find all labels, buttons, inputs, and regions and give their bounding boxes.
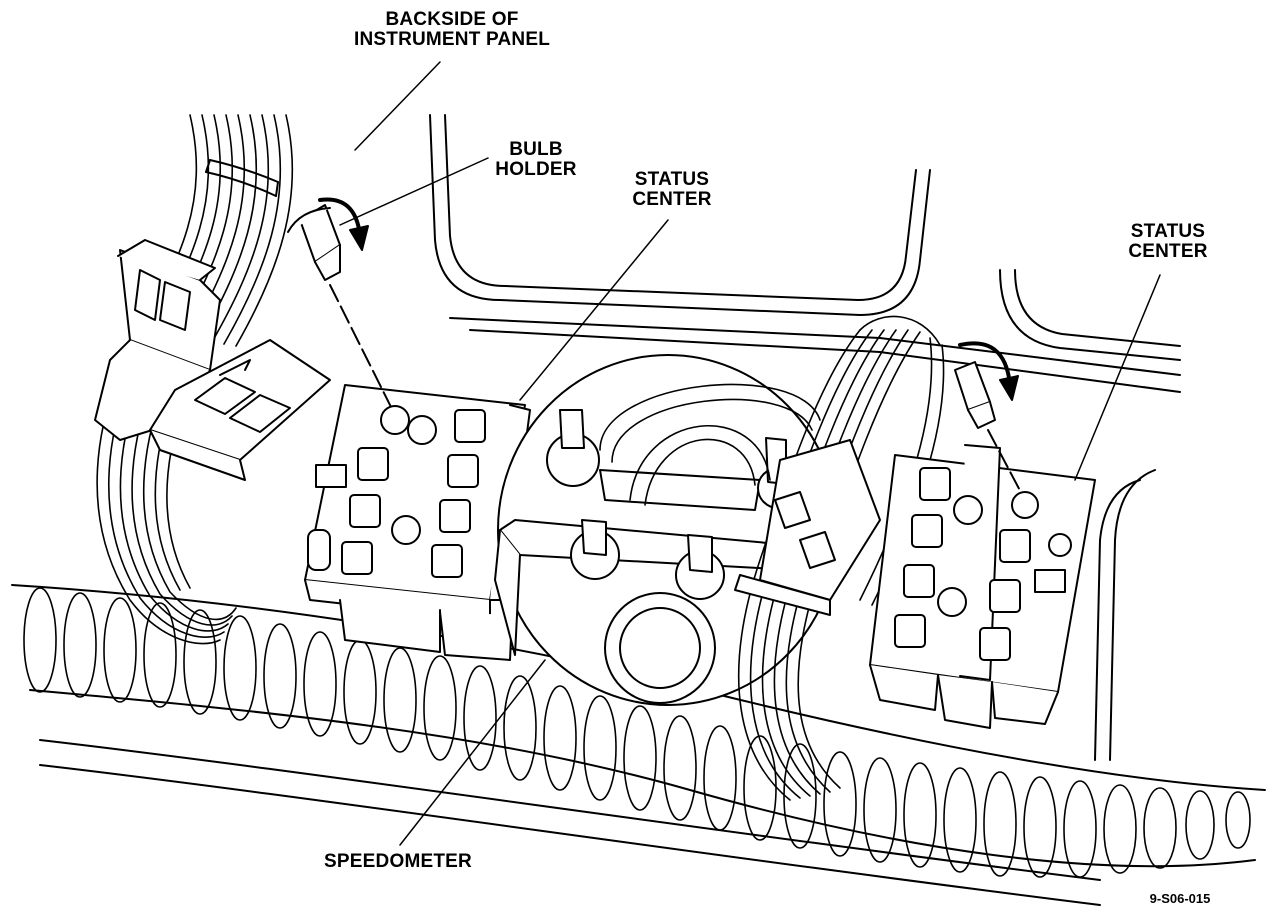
label-backside-line1: BACKSIDE OF xyxy=(385,9,519,30)
right-connector xyxy=(734,439,881,616)
wire-tie xyxy=(205,159,279,197)
left-bulb-holder xyxy=(287,204,341,281)
panel-lower-edge xyxy=(39,739,1101,906)
label-status-center-left-line1: STATUS xyxy=(634,169,710,190)
leader-status-center-right xyxy=(1074,274,1161,481)
leader-bulb-holder xyxy=(339,157,489,226)
label-status-center-right-line1: STATUS xyxy=(1130,221,1206,242)
right-rotation-arrow xyxy=(958,341,1019,401)
label-status-center-left-line2: CENTER xyxy=(632,188,712,210)
center-wire-loops xyxy=(599,383,821,506)
left-connector-lower xyxy=(149,339,331,481)
label-backside-line2: INSTRUMENT PANEL xyxy=(353,28,550,50)
left-bulb-socket xyxy=(380,405,410,435)
label-backside-of-instrument-panel: BACKSIDE OF INSTRUMENT PANEL xyxy=(348,10,556,50)
left-bulb-socket-guide xyxy=(329,284,396,416)
label-status-center-right: STATUS CENTER xyxy=(1120,222,1216,262)
leader-backside xyxy=(354,61,441,151)
leader-speedometer xyxy=(399,659,546,846)
figure-code: 9-S06-015 xyxy=(1149,891,1211,906)
label-bulb-line2: HOLDER xyxy=(495,158,577,180)
right-bulb-holder xyxy=(954,361,996,429)
leader-lines xyxy=(339,61,1161,846)
right-status-center-module xyxy=(869,444,1096,729)
conduit-ribs xyxy=(23,587,1251,878)
label-bulb-line1: BULB xyxy=(509,139,563,160)
leader-status-center-left xyxy=(519,219,669,401)
label-status-center-right-line2: CENTER xyxy=(1128,240,1208,262)
speedometer-studs xyxy=(546,409,799,600)
label-bulb-holder: BULB HOLDER xyxy=(488,140,584,180)
label-status-center-left: STATUS CENTER xyxy=(624,170,720,210)
label-speedometer: SPEEDOMETER xyxy=(324,851,472,872)
panel-cutout xyxy=(429,114,1181,761)
right-bulb-socket xyxy=(1011,491,1039,519)
left-rotation-arrow xyxy=(318,197,369,251)
right-bulb-socket-guide xyxy=(987,429,1026,501)
